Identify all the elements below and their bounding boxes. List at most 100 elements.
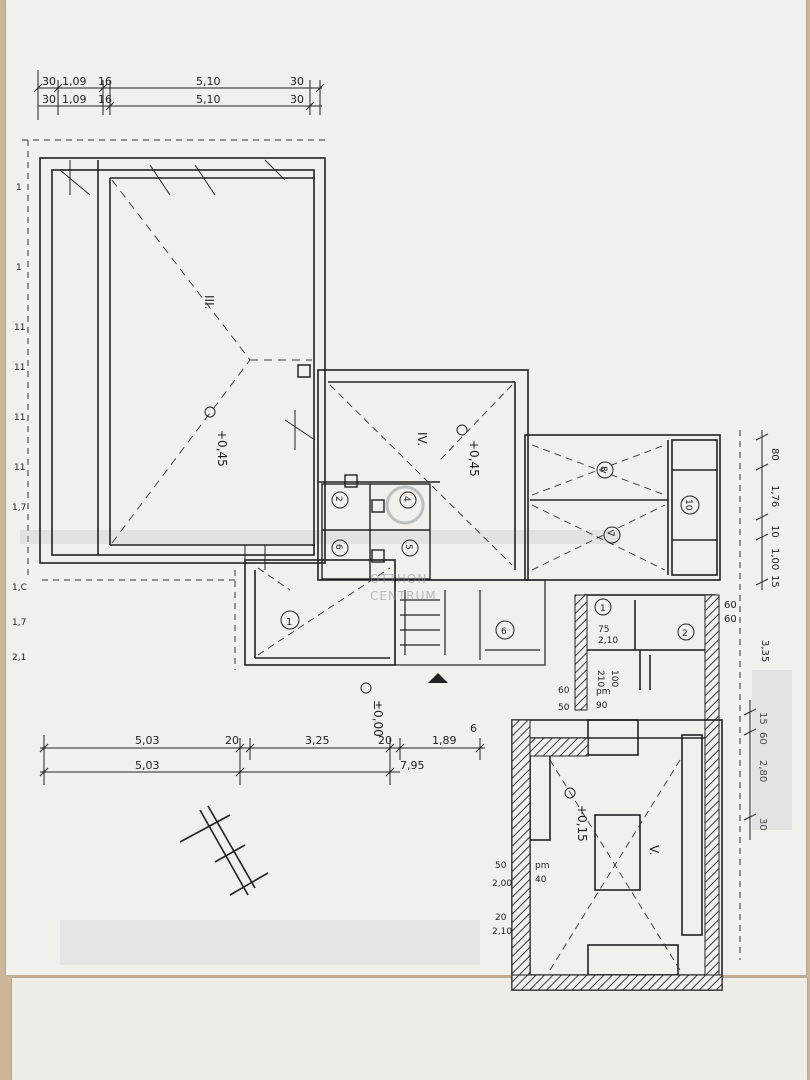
room-label-8: 8 <box>598 466 608 472</box>
dim-top2-2: 1,09 <box>62 93 87 106</box>
bottom-dimension-lines <box>39 735 485 785</box>
dim-top-4: 5,10 <box>196 75 221 88</box>
watermark-logo: OTTHON CENTRUM <box>370 485 437 603</box>
chimney-box <box>297 364 311 378</box>
margin-mark-9: 1,7 <box>12 618 26 628</box>
level-marker-4 <box>564 787 576 799</box>
dim-small-10: pm <box>535 861 549 871</box>
level-label-3: ±0,00 <box>371 700 385 737</box>
room-v-left-labels: 50 pm 40 2,00 20 2,10 <box>492 861 549 937</box>
right-upper-dims <box>755 430 769 590</box>
room-label-5: 5 <box>403 544 413 550</box>
dim-top-3: 16 <box>98 75 112 88</box>
dim-rlow-3: 2,80 <box>757 760 768 782</box>
dim-right-3: 10 <box>769 525 780 538</box>
right-mid-dim-labels: 60 60 3,35 <box>724 600 770 662</box>
margin-mark-6: 11 <box>14 463 25 473</box>
dim-right-4: 1,00 <box>769 548 780 570</box>
room-v-diagonals <box>549 759 681 971</box>
room-label-7: 7 <box>605 531 615 537</box>
dim-rmid-1: 60 <box>724 600 737 611</box>
level-label-1: +0,45 <box>215 430 229 467</box>
dim-bottom2-2: 7,95 <box>400 759 425 772</box>
room-iii-walls <box>39 157 326 564</box>
room-v-walls <box>511 719 723 991</box>
room-circle-8 <box>596 461 614 479</box>
room-label-4: 4 <box>401 496 411 502</box>
wall-hatch-b <box>704 594 720 991</box>
dim-top-5: 30 <box>290 75 304 88</box>
level-label-4: +0,15 <box>575 805 589 842</box>
room-label-1b: 1 <box>600 604 606 614</box>
dim-small-12: 2,00 <box>492 879 512 889</box>
room-label-v: V. <box>647 845 661 855</box>
bottom-dimension-labels: 5,03 20 3,25 20 1,89 6 5,03 7,95 <box>135 722 477 772</box>
dim-bottom-2: 20 <box>225 734 239 747</box>
dashed-frame <box>22 139 741 960</box>
dim-small-3: 100 <box>609 670 619 687</box>
dim-bottom-3: 3,25 <box>305 734 330 747</box>
dim-small-13: 20 <box>495 913 507 923</box>
top-dimension-labels: 30 1,09 16 5,10 30 30 1,09 16 5,10 30 <box>42 75 304 106</box>
room-8-7-diagonals <box>531 444 666 571</box>
dim-small-6: 50 <box>558 703 570 713</box>
margin-mark-10: 2,1 <box>12 653 26 663</box>
right-lower-dims <box>743 700 757 840</box>
dim-small-8: 90 <box>596 701 608 711</box>
room-circle-2b <box>677 623 695 641</box>
dim-top2-1: 30 <box>42 93 56 106</box>
margin-mark-8: 1,C <box>12 583 27 593</box>
dim-small-7: pm <box>596 687 610 697</box>
small-dim-labels: 75 2,10 100 210 60 50 pm 90 <box>558 625 619 713</box>
margin-mark-5: 11 <box>14 413 25 423</box>
room-1-circle <box>280 610 300 630</box>
room-iii-diagonals <box>111 179 312 544</box>
dim-bottom2-1: 5,03 <box>135 759 160 772</box>
top-dimension-lines <box>33 70 325 120</box>
dim-small-4: 210 <box>595 670 605 687</box>
cell-circle-6 <box>331 539 349 557</box>
north-arrow-icon <box>179 805 269 896</box>
dim-rlow-4: 30 <box>757 818 768 831</box>
cell-circle-5 <box>401 539 419 557</box>
margin-mark-4: 11 <box>14 363 25 373</box>
room-label-6: 6 <box>333 544 343 550</box>
room-8-7-walls <box>524 434 721 581</box>
margin-mark-7: 1,7 <box>12 503 26 513</box>
room-v-wall-hatch-top <box>529 737 589 757</box>
dim-bottom-6: 6 <box>470 722 477 735</box>
dim-rlow-2: 60 <box>757 732 768 745</box>
dim-small-11: 40 <box>535 875 547 885</box>
room-v-wall-hatch-left <box>511 719 531 991</box>
room-circle-6b <box>495 620 515 640</box>
dim-bottom-5: 1,89 <box>432 734 457 747</box>
paper-sheet-bottom <box>12 978 807 1080</box>
dim-rmid-2: 60 <box>724 614 737 625</box>
staircase <box>394 579 546 666</box>
dim-bottom-4: 20 <box>378 734 392 747</box>
level-marker-2 <box>456 424 468 436</box>
watermark-line2: CENTRUM <box>370 589 437 603</box>
margin-mark-1: 1 <box>16 183 22 193</box>
margin-mark-3: 11 <box>14 323 25 333</box>
dim-bottom-1: 5,03 <box>135 734 160 747</box>
room-circle-10 <box>680 495 700 515</box>
room-label-iii: III. <box>202 295 216 309</box>
cell-block <box>321 474 431 580</box>
dim-top-2: 1,09 <box>62 75 87 88</box>
right-lower-dim-labels: 15 60 2,80 30 <box>757 712 768 831</box>
dim-top-1: 30 <box>42 75 56 88</box>
dim-rmid-3: 3,35 <box>759 640 770 662</box>
room-label-1: 1 <box>286 617 292 628</box>
level-label-2: +0,45 <box>467 440 481 477</box>
dim-small-5: 60 <box>558 686 570 696</box>
dim-right-1: 80 <box>769 448 780 461</box>
dim-rlow-1: 15 <box>757 712 768 725</box>
dim-small-14: 2,10 <box>492 927 512 937</box>
room-circle-1b <box>594 598 612 616</box>
room-circle-7 <box>603 526 621 544</box>
room-label-2: 2 <box>333 496 343 502</box>
level-marker-1 <box>204 406 216 418</box>
cell-circle-2 <box>331 491 349 509</box>
